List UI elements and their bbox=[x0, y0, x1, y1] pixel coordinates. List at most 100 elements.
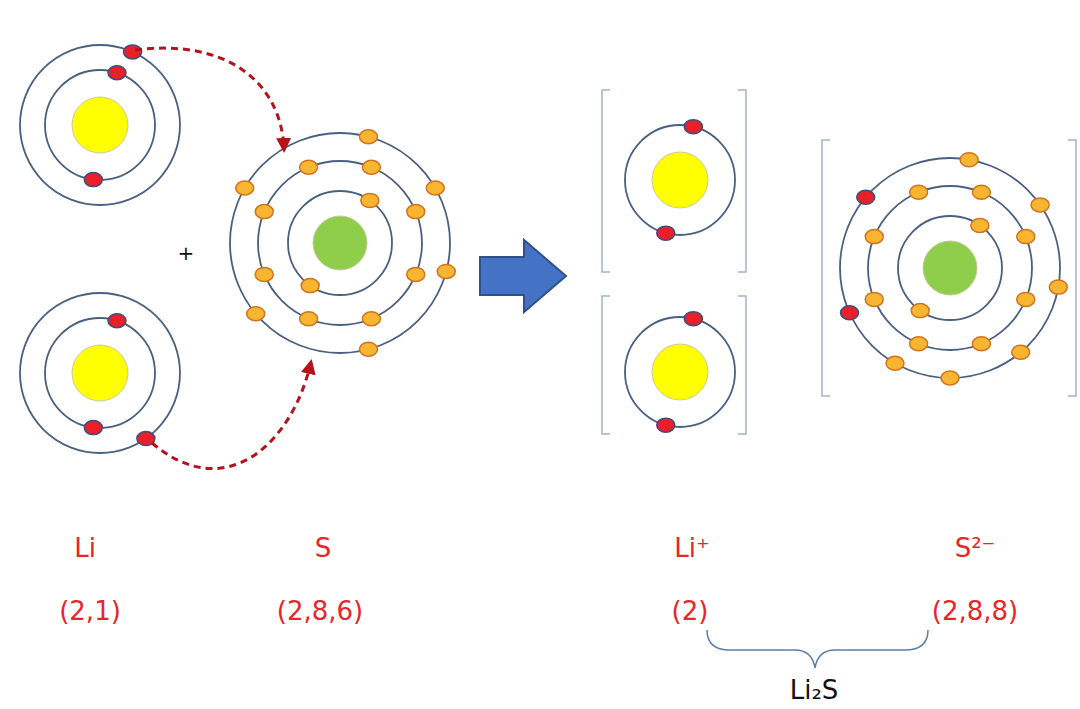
electron bbox=[910, 185, 928, 199]
electron-transfer-arrow bbox=[135, 48, 284, 150]
electron-shell bbox=[45, 70, 155, 180]
electron-configuration: (2,8,6) bbox=[277, 596, 363, 626]
label-holder: Li₂S bbox=[790, 676, 839, 705]
bohr-atom bbox=[20, 45, 180, 205]
bracket bbox=[602, 90, 610, 272]
bracket bbox=[738, 296, 746, 434]
electron bbox=[910, 337, 928, 351]
atom-group bbox=[20, 45, 1067, 453]
electron-shell bbox=[20, 45, 180, 205]
electron bbox=[972, 185, 990, 199]
electron-shell bbox=[258, 161, 422, 325]
electron bbox=[301, 279, 319, 293]
label-holder: S²⁻ bbox=[955, 534, 996, 563]
reaction-arrow bbox=[480, 240, 566, 312]
electron bbox=[972, 337, 990, 351]
electron bbox=[960, 153, 978, 167]
electron bbox=[362, 160, 380, 174]
bohr-atom bbox=[840, 153, 1067, 385]
bracket bbox=[738, 90, 746, 272]
electron bbox=[684, 120, 702, 134]
electron bbox=[300, 160, 318, 174]
electron bbox=[407, 267, 425, 281]
electron-shell bbox=[868, 186, 1032, 350]
ion-brackets bbox=[602, 90, 1076, 434]
electron-configuration: (2) bbox=[672, 596, 709, 626]
nucleus bbox=[652, 152, 708, 208]
formula-brace bbox=[707, 630, 928, 668]
electron bbox=[255, 267, 273, 281]
electron-shell bbox=[898, 216, 1002, 320]
electron-shell bbox=[625, 317, 735, 427]
electron bbox=[124, 45, 142, 59]
ion-symbol: S²⁻ bbox=[955, 533, 996, 563]
bracket bbox=[822, 140, 830, 396]
electron bbox=[359, 130, 377, 144]
electron bbox=[971, 218, 989, 232]
electron bbox=[865, 292, 883, 306]
electron bbox=[684, 312, 702, 326]
electron-shell bbox=[20, 293, 180, 453]
label-holder: + bbox=[178, 242, 195, 264]
nucleus bbox=[72, 345, 128, 401]
electron bbox=[1017, 230, 1035, 244]
bohr-atom bbox=[20, 293, 180, 453]
electron bbox=[300, 312, 318, 326]
electron bbox=[857, 190, 875, 204]
electron-configuration: (2,1) bbox=[59, 596, 121, 626]
electron bbox=[84, 173, 102, 187]
electron bbox=[1012, 345, 1030, 359]
electron-shell bbox=[288, 191, 392, 295]
element-symbol: S bbox=[315, 533, 332, 563]
electron bbox=[247, 307, 265, 321]
label-holder: (2,8,6) bbox=[277, 597, 363, 626]
electron-shell bbox=[45, 318, 155, 428]
electron bbox=[359, 342, 377, 356]
label-holder: (2,1) bbox=[59, 597, 121, 626]
electron bbox=[657, 418, 675, 432]
electron bbox=[865, 230, 883, 244]
bohr-atom bbox=[625, 120, 735, 240]
bracket bbox=[602, 296, 610, 434]
electron-transfer-arrow bbox=[152, 362, 311, 469]
electron bbox=[362, 312, 380, 326]
ion-symbol: Li⁺ bbox=[674, 533, 709, 563]
electron bbox=[255, 205, 273, 219]
electron bbox=[437, 264, 455, 278]
electron bbox=[108, 66, 126, 80]
electron bbox=[1017, 292, 1035, 306]
electron bbox=[657, 226, 675, 240]
electron bbox=[108, 314, 126, 328]
label-holder: (2,8,8) bbox=[932, 597, 1018, 626]
electron bbox=[426, 181, 444, 195]
electron bbox=[886, 356, 904, 370]
electron-shell bbox=[625, 125, 735, 235]
bracket bbox=[1068, 140, 1076, 396]
electron-configuration: (2,8,8) bbox=[932, 596, 1018, 626]
nucleus bbox=[652, 344, 708, 400]
bohr-atom bbox=[230, 130, 455, 357]
plus-sign: + bbox=[178, 241, 195, 265]
label-holder: Li⁺ bbox=[674, 534, 709, 563]
electron-shell bbox=[840, 158, 1060, 378]
electron bbox=[1049, 280, 1067, 294]
electron bbox=[236, 181, 254, 195]
label-holder: Li bbox=[74, 534, 96, 563]
label-holder: S bbox=[315, 534, 332, 563]
nucleus bbox=[923, 241, 977, 295]
electron-shell bbox=[230, 133, 450, 353]
electron bbox=[84, 421, 102, 435]
electron bbox=[1031, 198, 1049, 212]
electron bbox=[841, 306, 859, 320]
electron bbox=[941, 371, 959, 385]
label-holder: (2) bbox=[672, 597, 709, 626]
electron bbox=[911, 304, 929, 318]
nucleus bbox=[313, 216, 367, 270]
nucleus bbox=[72, 97, 128, 153]
electron bbox=[407, 205, 425, 219]
compound-formula: Li₂S bbox=[790, 675, 839, 705]
element-symbol: Li bbox=[74, 533, 96, 563]
